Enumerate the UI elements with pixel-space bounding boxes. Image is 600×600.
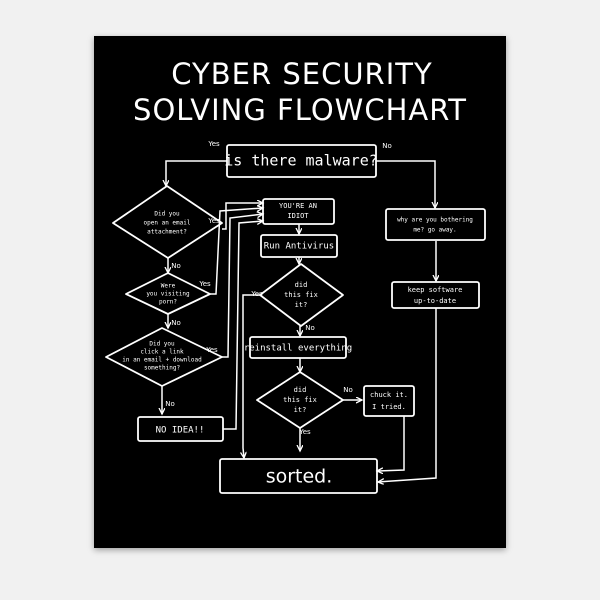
edge-malware-no — [376, 160, 435, 208]
node-chuck: chuck it. I tried. — [363, 385, 415, 417]
label-no-visiting: No — [171, 319, 181, 327]
node-visiting-line-3: porn? — [159, 299, 177, 306]
node-visiting-line-2: you visiting — [146, 291, 190, 298]
edge-malware-yes — [166, 160, 227, 186]
node-idiot-line-1: YOU'RE AN — [279, 202, 317, 210]
node-email-line-3: attachment? — [147, 229, 187, 236]
node-fix2-line-1: did — [294, 386, 307, 394]
edge-noidea-idiot — [223, 221, 263, 430]
title-line-2: SOLVING FLOWCHART — [133, 93, 467, 127]
edge-fix1-yes — [243, 294, 260, 458]
node-antivirus-text: Run Antivirus — [264, 242, 334, 252]
node-email-line-1: Did you — [154, 211, 180, 218]
node-link-line-4: something? — [144, 365, 181, 372]
node-fix1-line-2: this fix — [284, 291, 318, 299]
node-fix1-question: did this fix it? — [259, 263, 344, 327]
node-link-question: Did you click a link in an email + downl… — [105, 327, 223, 387]
node-email-question: Did you open an email attachment? — [112, 185, 223, 259]
label-no-link: No — [165, 400, 175, 408]
node-keep-line-2: up-to-date — [414, 297, 456, 305]
node-malware: is there malware? — [224, 144, 378, 178]
node-link-line-3: in an email + download — [122, 357, 202, 364]
label-no-fix1: No — [305, 324, 315, 332]
node-visiting-line-1: Were — [161, 283, 176, 290]
edge-visiting-yes — [210, 208, 263, 295]
node-antivirus: Run Antivirus — [260, 234, 338, 258]
edge-link-yes — [222, 214, 263, 358]
label-yes-malware: Yes — [207, 140, 220, 148]
poster: CYBER SECURITY SOLVING FLOWCHART — [94, 36, 506, 548]
label-no-email: No — [171, 262, 181, 270]
node-link-line-1: Did you — [149, 341, 175, 348]
label-yes-link: Yes — [205, 346, 218, 354]
node-fix1-line-3: it? — [295, 301, 308, 309]
node-fix2-line-3: it? — [294, 406, 307, 414]
node-reinstall-text: reinstall everything — [244, 344, 352, 354]
node-idiot-line-2: IDIOT — [287, 212, 309, 220]
node-email-line-2: open an email — [144, 220, 191, 227]
node-bother-line-2: me? go away. — [413, 227, 456, 234]
node-keep: keep software up-to-date — [391, 281, 480, 309]
node-chuck-line-1: chuck it. — [370, 391, 408, 399]
label-yes-fix1: Yes — [250, 290, 263, 298]
edge-chuck-sorted — [377, 416, 405, 471]
node-bother: why are you bothering me? go away. — [385, 208, 486, 241]
node-bother-line-1: why are you bothering — [397, 217, 473, 224]
edge-email-yes — [222, 203, 263, 230]
node-fix2-question: did this fix it? — [256, 371, 344, 429]
edge-keep-sorted — [378, 308, 437, 482]
label-no-malware: No — [382, 142, 392, 150]
node-fix1-line-1: did — [295, 281, 308, 289]
label-yes-visiting: Yes — [198, 280, 211, 288]
node-idiot: YOU'RE AN IDIOT — [262, 198, 335, 225]
node-fix2-line-2: this fix — [283, 396, 317, 404]
node-chuck-line-2: I tried. — [372, 403, 406, 411]
flowchart-diagram: CYBER SECURITY SOLVING FLOWCHART — [105, 57, 486, 494]
node-malware-text: is there malware? — [224, 152, 378, 170]
label-no-fix2: No — [343, 386, 353, 394]
node-sorted-text: sorted. — [266, 466, 333, 488]
node-visiting-question: Were you visiting porn? — [125, 272, 211, 315]
edge-labels: Yes No Yes No Yes No Yes No Yes No No Ye… — [165, 140, 392, 436]
node-no-idea-text: NO IDEA!! — [156, 426, 205, 436]
node-sorted: sorted. — [219, 458, 378, 494]
label-yes-email: Yes — [207, 217, 220, 225]
node-link-line-2: click a link — [140, 349, 184, 356]
flowchart-edges — [162, 160, 437, 482]
node-keep-line-1: keep software — [408, 286, 463, 294]
title-line-1: CYBER SECURITY — [171, 57, 432, 91]
node-no-idea: NO IDEA!! — [137, 416, 224, 442]
node-reinstall: reinstall everything — [244, 336, 352, 359]
label-yes-fix2: Yes — [298, 428, 311, 436]
